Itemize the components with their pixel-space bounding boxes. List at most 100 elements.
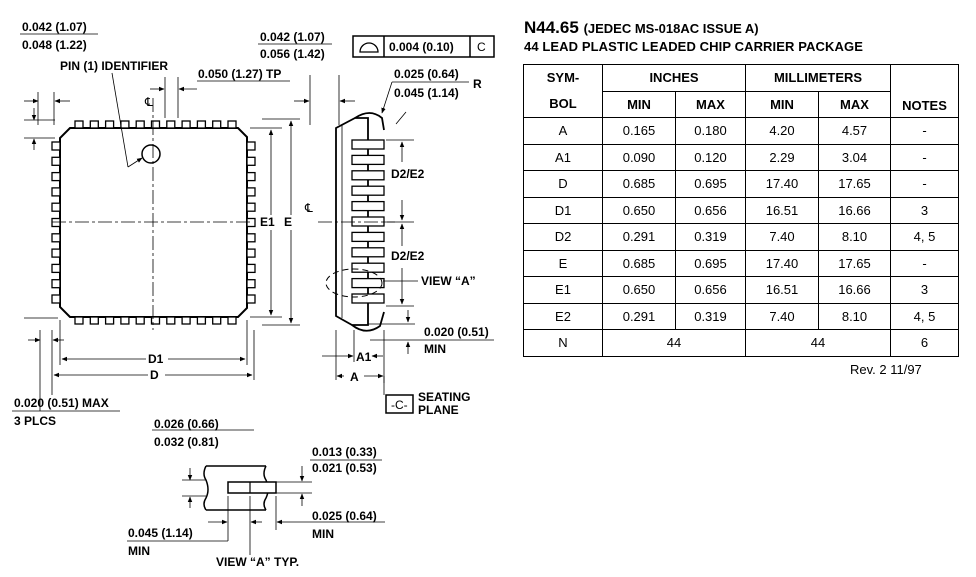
lead xyxy=(246,171,256,182)
cell-sym: E1 xyxy=(523,276,603,304)
cell-mm-max: 3.04 xyxy=(818,143,891,171)
cell-in-min: 0.650 xyxy=(602,276,676,304)
lead xyxy=(196,120,207,129)
lead xyxy=(246,141,256,151)
lead xyxy=(246,156,256,166)
cell-in-max: 0.695 xyxy=(675,170,746,198)
datum-c-label: -C- xyxy=(391,398,408,412)
view-a-top-dim-den: 0.032 (0.81) xyxy=(154,435,219,449)
side-lead xyxy=(351,293,385,304)
cell-in-min: 0.685 xyxy=(602,249,676,277)
side-leads xyxy=(351,139,385,304)
lead xyxy=(212,120,222,129)
cell-sym: E2 xyxy=(523,302,603,330)
cell-notes: - xyxy=(890,249,959,277)
cell-sym: E xyxy=(523,249,603,277)
side-top-dim-den: 0.056 (1.42) xyxy=(260,47,325,61)
cell-mm-min: 7.40 xyxy=(745,302,819,330)
cell-mm-max: 16.66 xyxy=(818,276,891,304)
lead xyxy=(51,156,61,166)
lead xyxy=(51,294,61,304)
cell-mm-max: 17.65 xyxy=(818,170,891,198)
lead xyxy=(51,202,61,212)
side-top-dim-num: 0.042 (1.07) xyxy=(260,30,325,44)
lead xyxy=(51,248,61,258)
cell-in-max: 0.319 xyxy=(675,223,746,251)
lead xyxy=(135,316,145,325)
a-label: A xyxy=(350,370,359,384)
lead xyxy=(51,187,61,197)
cell-notes: - xyxy=(890,143,959,171)
side-lead xyxy=(351,277,385,289)
lead xyxy=(181,316,191,325)
cell-mm-min: 16.51 xyxy=(745,196,819,224)
right-leads xyxy=(246,141,256,304)
side-lead xyxy=(351,185,385,196)
lead xyxy=(212,316,222,325)
view-a-typ-label: VIEW “A” TYP. xyxy=(216,555,299,569)
cell-sym: N xyxy=(523,329,603,357)
lead xyxy=(227,316,237,325)
cell-mm-min: 4.20 xyxy=(745,117,819,145)
cell-mm-max: 16.66 xyxy=(818,196,891,224)
e-label: E xyxy=(284,215,292,229)
top-left-dim-num: 0.042 (1.07) xyxy=(22,20,87,34)
package-spec: (JEDEC MS-018AC ISSUE A) xyxy=(583,21,759,36)
lead xyxy=(120,120,130,129)
lead-dim-den: 0.045 (1.14) xyxy=(394,86,459,100)
lead xyxy=(150,316,161,325)
lead-dim-num: 0.025 (0.64) xyxy=(394,67,459,81)
cell-notes: 3 xyxy=(890,196,959,224)
header-notes: NOTES xyxy=(890,64,959,118)
cell-mm-max: 4.57 xyxy=(818,117,891,145)
cell-in-min: 0.291 xyxy=(602,223,676,251)
lead xyxy=(51,263,61,274)
lead xyxy=(166,316,176,325)
side-lead xyxy=(351,247,385,258)
lead xyxy=(246,217,256,228)
lead xyxy=(74,120,84,129)
centerline-symbol-side: ℄ xyxy=(304,201,313,215)
max-dim-num: 0.020 (0.51) MAX xyxy=(14,396,109,410)
lead xyxy=(51,217,61,228)
header-mm-min: MIN xyxy=(745,90,819,118)
cell-sym: D1 xyxy=(523,196,603,224)
view-a-left-dim-den: MIN xyxy=(128,544,150,558)
cell-in-max: 0.695 xyxy=(675,249,746,277)
centerline-symbol-top: ℄ xyxy=(144,95,153,109)
lead xyxy=(227,120,237,129)
cell-in-min: 0.291 xyxy=(602,302,676,330)
lead xyxy=(246,279,256,289)
package-code: N44.65 xyxy=(524,18,579,37)
cell-mm-max: 8.10 xyxy=(818,223,891,251)
cell-in-max: 0.656 xyxy=(675,196,746,224)
cell-mm-min: 17.40 xyxy=(745,249,819,277)
lead xyxy=(120,316,130,325)
cell-sym: A1 xyxy=(523,143,603,171)
header-symbol: SYM- BOL xyxy=(523,64,603,118)
seating-label-2: PLANE xyxy=(418,403,459,417)
header-in-min: MIN xyxy=(602,90,676,118)
cell-mm-min: 7.40 xyxy=(745,223,819,251)
view-a-bottom-dim-den: MIN xyxy=(312,527,334,541)
fcf-datum: C xyxy=(477,40,486,54)
title-block: N44.65 (JEDEC MS-018AC ISSUE A) 44 LEAD … xyxy=(524,18,964,54)
lead xyxy=(51,171,61,182)
lead xyxy=(246,294,256,304)
cell-sym: D2 xyxy=(523,223,603,251)
pin1-identifier-mark xyxy=(141,144,161,164)
header-millimeters: MILLIMETERS xyxy=(745,64,891,92)
pin-identifier-label: PIN (1) IDENTIFIER xyxy=(60,59,168,73)
pitch-label: 0.050 (1.27) TP xyxy=(198,67,281,81)
lead xyxy=(89,316,99,325)
cell-mm-min: 16.51 xyxy=(745,276,819,304)
a1-label: A1 xyxy=(356,350,372,364)
lead xyxy=(104,316,115,325)
header-mm-max: MAX xyxy=(818,90,891,118)
lead xyxy=(74,316,84,325)
d2e2-lower-label: D2/E2 xyxy=(391,249,425,263)
cell-in-min: 0.685 xyxy=(602,170,676,198)
view-a-right-dim-num: 0.013 (0.33) xyxy=(312,445,377,459)
